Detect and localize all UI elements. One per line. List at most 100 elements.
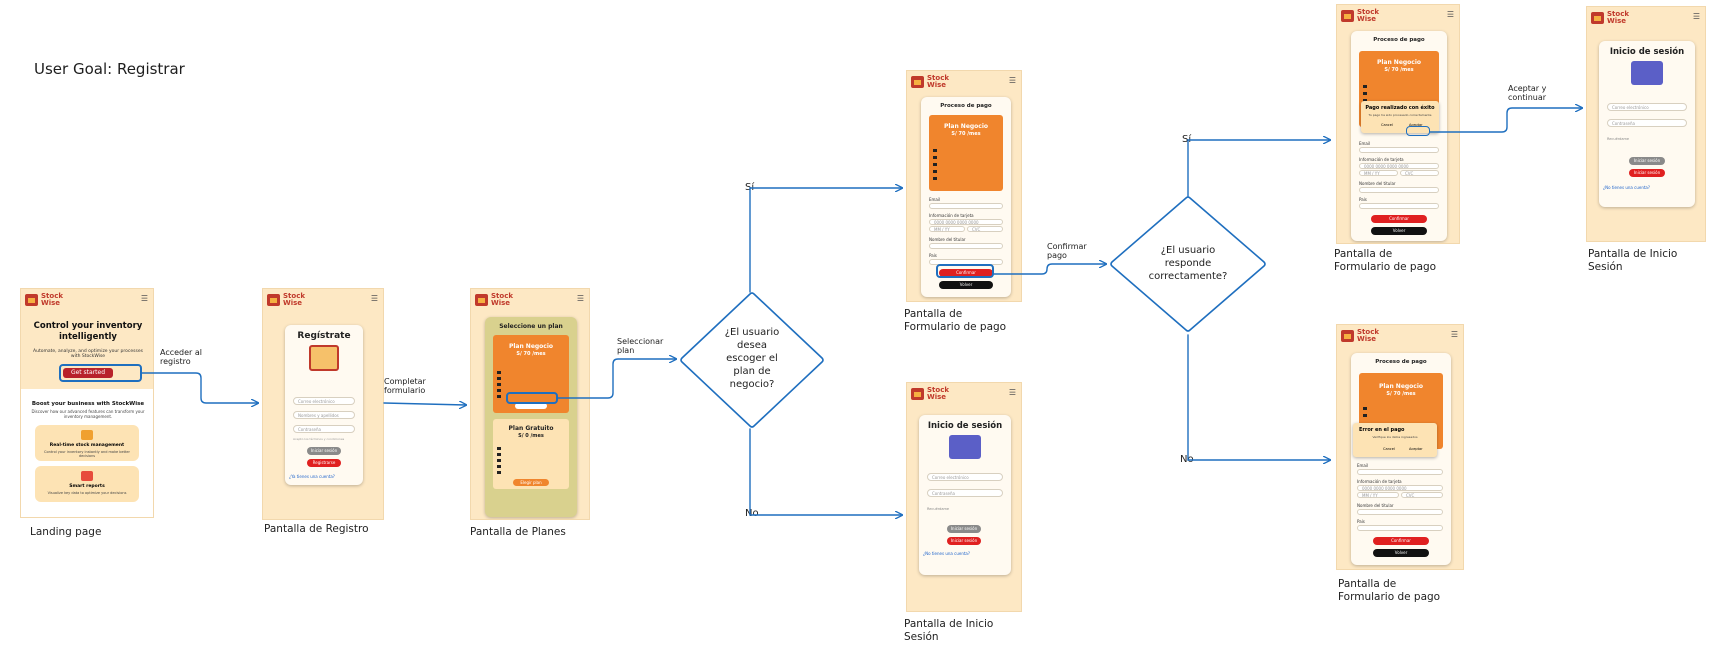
inicio-title: Inicio de sesión [927,421,1003,431]
name-field[interactable]: Nombres y apellidos [293,411,355,419]
feature-card-stock: Real-time stock management Control your … [35,425,139,461]
feature-check-icon [497,465,501,468]
register-button[interactable]: Registrarse [307,459,341,467]
expiry-input[interactable]: MM / YY [1359,170,1398,176]
login-gray-button[interactable]: Iniciar sesión [947,525,981,533]
diagram-title: User Goal: Registrar [34,60,185,78]
email-input[interactable] [1357,469,1443,475]
expiry-input[interactable]: MM / YY [1357,492,1399,498]
plan-negocio-price: S/ 70 /mes [516,351,546,357]
edge-label-confirmar: Confirmar pago [1047,242,1087,260]
country-select[interactable] [1359,203,1439,209]
plan-name: Plan Negocio [1378,383,1424,390]
arrow-decision-no [749,428,902,515]
pago-card: Proceso de pago Plan Negocio S/ 70 /mes … [921,97,1011,297]
cvc-input[interactable]: CVC [1400,170,1439,176]
menu-icon[interactable]: ☰ [1008,388,1016,397]
menu-icon[interactable]: ☰ [576,294,584,303]
login-button[interactable]: Iniciar sesión [1629,169,1665,177]
holder-input[interactable] [1357,509,1443,515]
login-illustration [1631,61,1663,85]
menu-icon[interactable]: ☰ [1008,76,1016,85]
back-button[interactable]: Volver [1373,549,1429,557]
highlight-get-started [59,364,142,382]
remember-checkbox[interactable]: Recuérdame [1607,137,1630,141]
arrow-decision2-no [1187,334,1330,460]
cvc-input[interactable]: CVC [967,226,1003,232]
country-select[interactable] [1357,525,1443,531]
edge-label-aceptar: Aceptar y continuar [1508,84,1547,102]
holder-input[interactable] [929,243,1003,249]
no-account-link[interactable]: ¿No tienes una cuenta? [923,551,970,556]
edge-label-acceder: Acceder al registro [160,348,203,366]
menu-icon[interactable]: ☰ [1450,330,1458,339]
caption-pago-1: Pantalla de Formulario de pago [904,308,1007,333]
confirm-button[interactable]: Confirmar [939,269,993,277]
plan-gratuito-price: S/ 0 /mes [518,433,544,439]
edge-label-no-2: No [1180,454,1194,465]
menu-icon[interactable]: ☰ [140,294,148,303]
feature-check-icon [497,383,501,386]
error-dialog-text: Verifique los datos ingresados [1372,435,1418,439]
country-label: País [1357,519,1365,524]
feature-reports-title: Smart reports [69,484,105,489]
box-icon [81,430,93,440]
password-field[interactable]: Contraseña [927,489,1003,497]
boost-subtitle: Discover how our advanced features can t… [31,409,145,419]
arrow-decision-si [749,188,902,293]
terms-checkbox[interactable]: Acepto los términos y condiciones [293,437,345,441]
confirm-button[interactable]: Confirmar [1373,537,1429,545]
confirm-button[interactable]: Confirmar [1371,215,1427,223]
login-button[interactable]: Iniciar sesión [307,447,341,455]
get-started-button[interactable]: Get started [63,368,113,378]
pago-title: Proceso de pago [1373,37,1425,43]
no-account-link[interactable]: ¿No tienes una cuenta? [1603,185,1650,190]
dialog-cancel-button[interactable]: Cancel [1383,447,1395,451]
remember-checkbox[interactable]: Recuérdame [927,507,950,511]
dialog-cancel-button[interactable]: Cancel [1381,123,1393,127]
feature-reports-text: Visualize key data to optimize your deci… [47,491,127,495]
email-input[interactable] [929,203,1003,209]
email-input[interactable] [1359,147,1439,153]
feature-check-icon [933,177,937,180]
back-button[interactable]: Volver [1371,227,1427,235]
free-plan-button[interactable]: Elegir plan [513,479,549,486]
feature-check-icon [1363,407,1367,410]
select-plan-button[interactable] [515,403,547,409]
inicio-screen-2: Stock Wise ☰ Inicio de sesión Correo ele… [1586,6,1706,242]
email-label: Email [1359,141,1371,146]
landing-subtitle: Automate, analyze, and optimize your pro… [33,349,143,359]
password-field[interactable]: Contraseña [1607,119,1687,127]
card-number-input[interactable]: 0000 0000 0000 0000 [1359,163,1439,169]
pago-title: Proceso de pago [940,103,992,109]
email-field[interactable]: Correo electrónico [293,397,355,405]
have-account-link[interactable]: ¿Ya tienes una cuenta? [289,474,335,479]
feature-stock-text: Control your inventory instantly and mak… [44,450,130,458]
brand-name: Stock Wise [927,74,950,89]
menu-icon[interactable]: ☰ [1446,10,1454,19]
dialog-accept-button[interactable]: Aceptar [1409,447,1423,451]
password-field[interactable]: Contraseña [293,425,355,433]
stockwise-logo [911,388,924,400]
stockwise-logo [1341,10,1354,22]
dialog-accept-button[interactable]: Aceptar [1409,123,1423,127]
login-gray-button[interactable]: Iniciar sesión [1629,157,1665,165]
holder-input[interactable] [1359,187,1439,193]
card-number-input[interactable]: 0000 0000 0000 0000 [929,219,1003,225]
email-field[interactable]: Correo electrónico [927,473,1003,481]
caption-planes: Pantalla de Planes [470,526,566,538]
email-field[interactable]: Correo electrónico [1607,103,1687,111]
feature-check-icon [497,377,501,380]
login-button[interactable]: Iniciar sesión [947,537,981,545]
highlight-select-plan [506,392,558,404]
card-label: Información de tarjeta [1357,479,1402,484]
menu-icon[interactable]: ☰ [370,294,378,303]
cvc-input[interactable]: CVC [1401,492,1443,498]
feature-check-icon [497,389,501,392]
card-number-input[interactable]: 0000 0000 0000 0000 [1357,485,1443,491]
plan-gratuito-card[interactable]: Plan Gratuito S/ 0 /mes Elegir plan [493,419,569,489]
expiry-input[interactable]: MM / YY [929,226,965,232]
menu-icon[interactable]: ☰ [1692,12,1700,21]
back-button[interactable]: Volver [939,281,993,289]
